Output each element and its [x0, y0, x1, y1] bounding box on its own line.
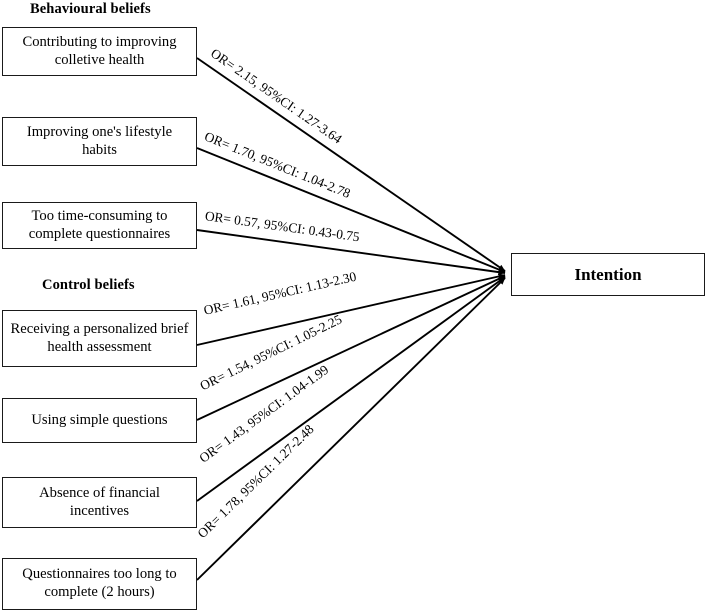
outcome-box-label: Intention — [574, 264, 642, 284]
belief-box-questionnaires-too-long[interactable]: Questionnaires too long to complete (2 h… — [2, 558, 197, 610]
belief-box-label: Using simple questions — [31, 411, 168, 428]
belief-box-label: Receiving a personalized brief health as… — [10, 320, 189, 355]
belief-box-using-simple-questions[interactable]: Using simple questions — [2, 398, 197, 443]
edge-line-4 — [196, 273, 506, 346]
section-header-control-beliefs: Control beliefs — [42, 277, 135, 293]
edge-line-3 — [196, 229, 506, 276]
section-header-behavioural-beliefs: Behavioural beliefs — [30, 1, 151, 17]
edge-line-6 — [196, 276, 506, 502]
edge-line-5 — [196, 275, 506, 421]
belief-box-label: Questionnaires too long to complete (2 h… — [22, 566, 177, 600]
belief-box-label: Too time-consuming to complete questionn… — [28, 207, 171, 242]
edge-line-1 — [196, 57, 506, 272]
belief-box-contributing-collective-health[interactable]: Contributing to improving colletive heal… — [2, 27, 197, 76]
outcome-box-intention[interactable]: Intention — [511, 253, 705, 296]
belief-box-absence-financial-incentives[interactable]: Absence of financial incentives — [2, 477, 197, 528]
belief-box-label: Contributing to improving colletive heal… — [22, 33, 177, 68]
belief-box-label: Absence of financial incentives — [39, 484, 160, 519]
belief-box-personalized-health-assessment[interactable]: Receiving a personalized brief health as… — [2, 310, 197, 367]
edge-line-7 — [196, 277, 506, 581]
belief-box-too-time-consuming[interactable]: Too time-consuming to complete questionn… — [2, 202, 197, 249]
belief-box-label: Improving one's lifestyle habits — [26, 123, 173, 158]
belief-box-improving-lifestyle-habits[interactable]: Improving one's lifestyle habits — [2, 117, 197, 166]
edge-line-2 — [196, 147, 506, 273]
